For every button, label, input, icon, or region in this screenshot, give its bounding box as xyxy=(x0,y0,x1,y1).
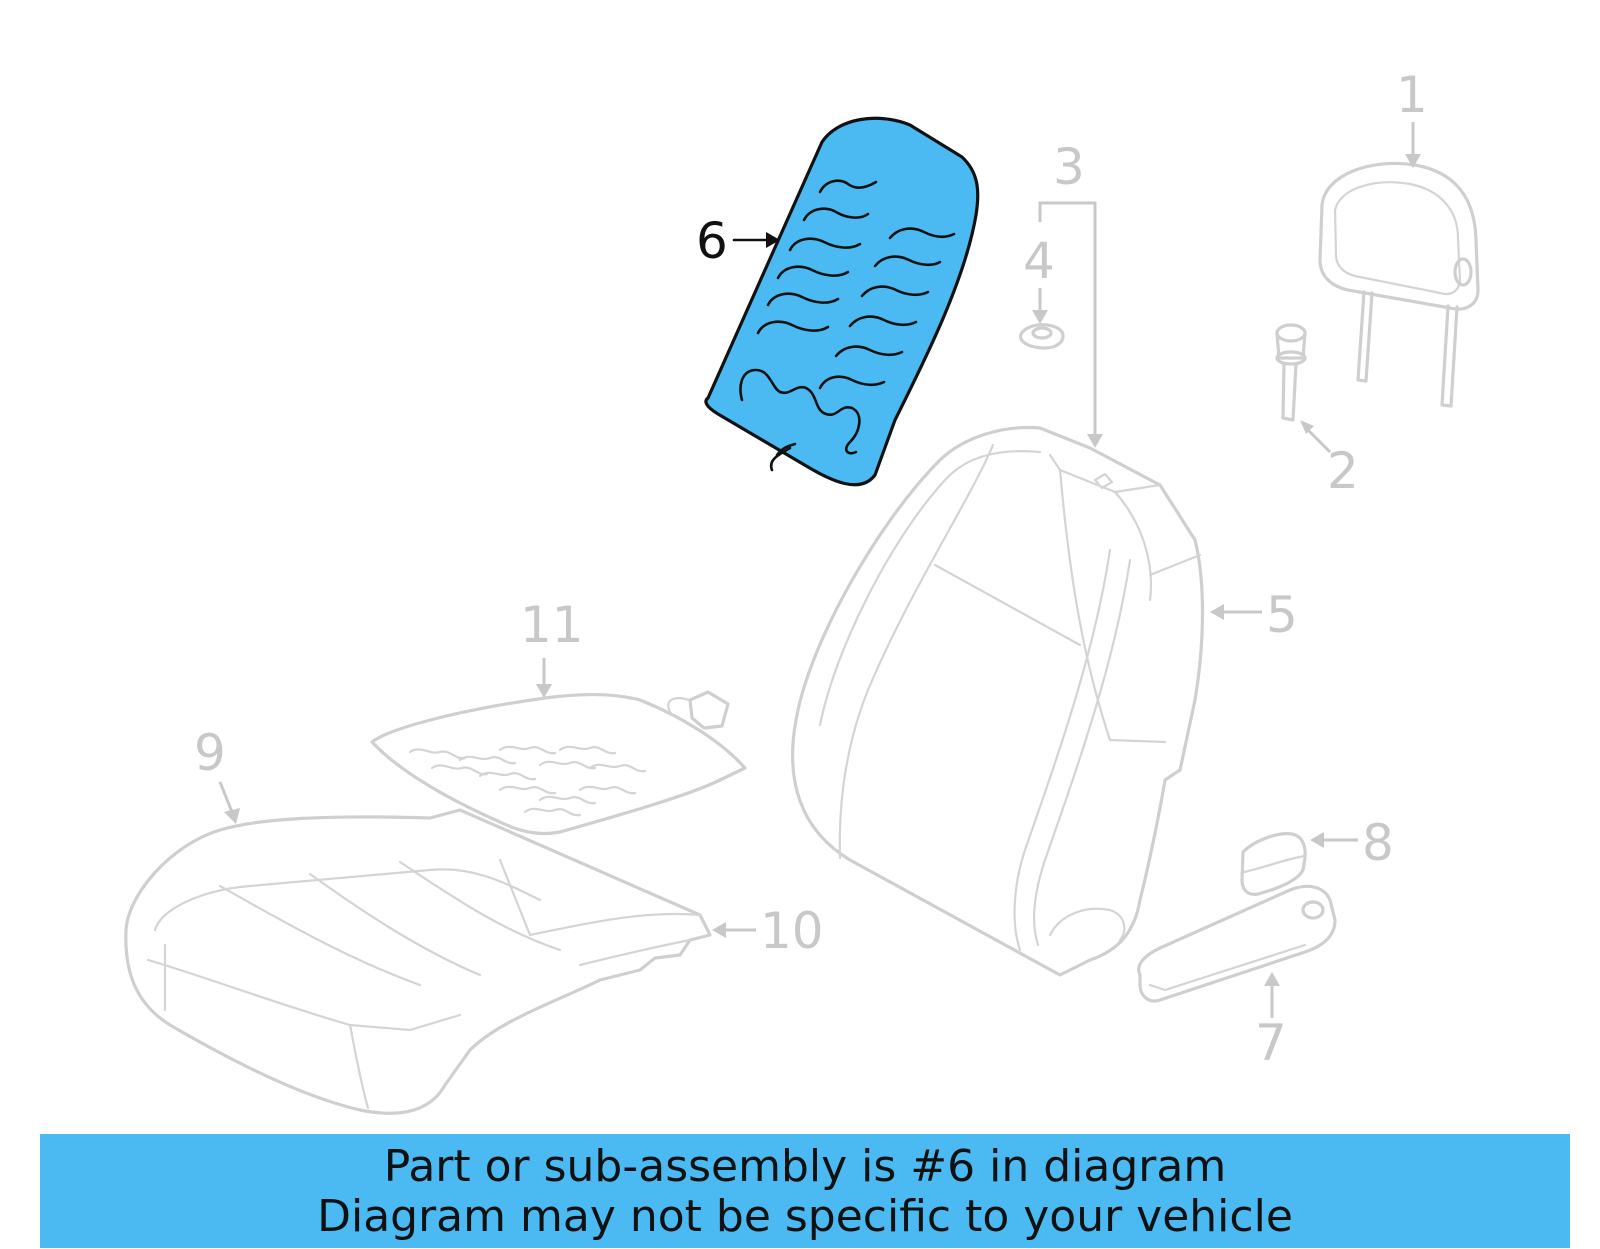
callout-numbers: 1 2 3 4 5 6 7 8 9 10 11 xyxy=(194,66,1428,1072)
part-4-clip[interactable] xyxy=(1018,323,1065,350)
leader-lines xyxy=(218,122,1421,1018)
banner-line-part: Part or sub-assembly is #6 in diagram xyxy=(383,1141,1227,1192)
part-6-seatback-heater-pad[interactable] xyxy=(704,116,980,487)
part-7-side-trim[interactable] xyxy=(1137,884,1337,1003)
callout-2: 2 xyxy=(1327,442,1359,500)
part-5-seatback-cover[interactable] xyxy=(790,425,1205,977)
part-1-headrest[interactable] xyxy=(1318,161,1480,408)
part-8-cap[interactable] xyxy=(1240,832,1307,896)
callout-9: 9 xyxy=(194,724,226,782)
callout-5: 5 xyxy=(1266,586,1298,644)
callout-8: 8 xyxy=(1362,814,1394,872)
banner-line-disclaimer: Diagram may not be specific to your vehi… xyxy=(317,1191,1293,1242)
part-2-guide[interactable] xyxy=(1275,323,1307,422)
callout-10: 10 xyxy=(760,902,824,960)
callout-7: 7 xyxy=(1255,1014,1287,1072)
info-banner: Part or sub-assembly is #6 in diagram Di… xyxy=(40,1134,1570,1248)
callout-11: 11 xyxy=(520,596,584,654)
callout-1: 1 xyxy=(1396,66,1428,124)
callout-4: 4 xyxy=(1023,232,1055,290)
callout-3: 3 xyxy=(1053,138,1085,196)
callout-6-highlighted: 6 xyxy=(696,212,728,270)
part-11-cushion-heater-pad[interactable] xyxy=(370,690,747,836)
part-9-cushion-cover[interactable] xyxy=(124,808,712,1115)
